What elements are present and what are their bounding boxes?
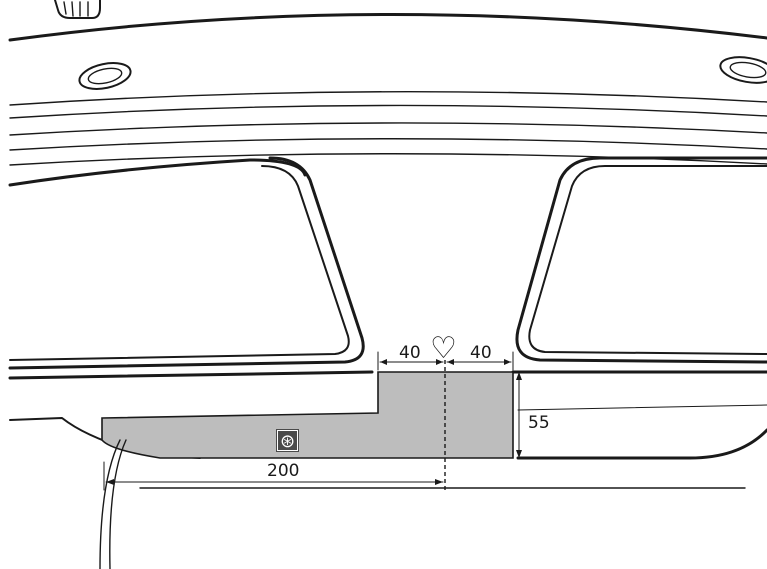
dimension-right-40: 40: [446, 343, 514, 371]
right-window: [511, 156, 767, 374]
left-window: [8, 156, 374, 380]
dim-label-left: 40: [399, 343, 421, 363]
dimension-left-40: 40: [377, 343, 444, 371]
side-edge: [99, 439, 121, 569]
roof-edge: [8, 13, 767, 42]
bumper-right: [516, 428, 767, 460]
opening-top-edge: [8, 158, 307, 187]
dim-label-right: 40: [470, 343, 492, 363]
dim-label-height: 55: [528, 413, 550, 433]
mount-hole-left: [78, 62, 132, 90]
corner-bumper: [54, 0, 101, 19]
dimension-height-55: 55: [516, 372, 550, 458]
side-edge-inner: [109, 439, 127, 569]
asterisk-box-icon: ⊛: [276, 429, 299, 452]
bumper-right-line: [517, 404, 767, 411]
shaded-area: [101, 371, 514, 459]
panel-contours: [9, 91, 767, 166]
dimension-offset-200: 200: [103, 461, 444, 491]
heart-icon: ♡: [430, 331, 457, 366]
dim-label-offset: 200: [267, 461, 299, 481]
mount-hole-right: [719, 56, 767, 84]
